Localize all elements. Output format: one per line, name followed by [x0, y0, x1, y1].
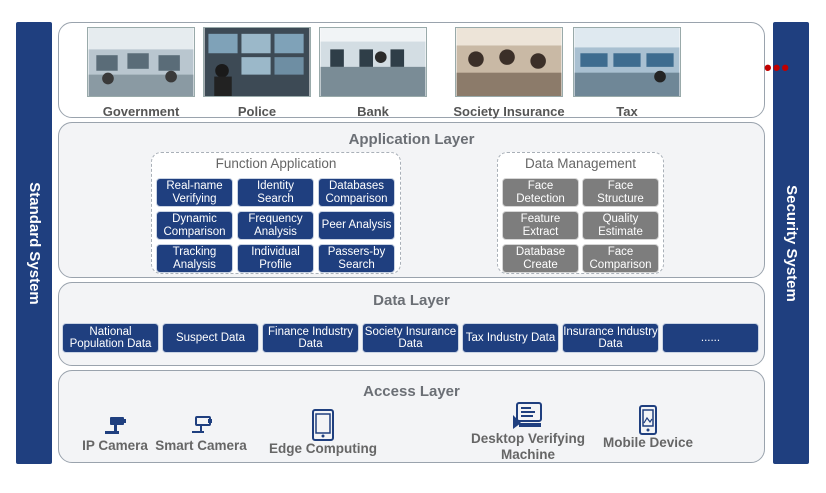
- sector-label: Police: [237, 104, 277, 119]
- management-item: Feature Extract: [502, 211, 579, 240]
- function-item: Individual Profile: [237, 244, 314, 273]
- device-label: IP Camera: [82, 438, 148, 453]
- function-item: Databases Comparison: [318, 178, 395, 207]
- standard-system-bar: Standard System: [16, 22, 52, 464]
- mobile-device-icon: [639, 405, 657, 435]
- sector-tax: Tax: [569, 27, 685, 119]
- management-item: Database Create: [502, 244, 579, 273]
- function-item: Frequency Analysis: [237, 211, 314, 240]
- data-item-more: ......: [662, 323, 759, 353]
- device-label: Edge Computing: [269, 441, 377, 456]
- device-label: Desktop Verifying Machine: [470, 431, 586, 462]
- function-item: Real-name Verifying: [156, 178, 233, 207]
- device-smart-camera: Smart Camera: [153, 414, 249, 454]
- device-mobile-device: Mobile Device: [593, 405, 703, 451]
- data-item: Suspect Data: [162, 323, 259, 353]
- device-ip-camera: IP Camera: [75, 414, 155, 454]
- application-layer: Application Layer Function Application R…: [58, 122, 765, 278]
- standard-system-label: Standard System: [25, 181, 43, 305]
- data-item: Insurance Industry Data: [562, 323, 659, 353]
- device-label: Mobile Device: [602, 435, 694, 450]
- data-item: National Population Data: [62, 323, 159, 353]
- device-desktop-verifying-machine: Desktop Verifying Machine: [461, 401, 595, 463]
- function-application-group: Function Application Real-name Verifying…: [151, 152, 401, 274]
- data-layer: Data Layer National Population Data Susp…: [58, 282, 765, 366]
- data-management-title: Data Management: [524, 156, 637, 171]
- function-application-title: Function Application: [215, 156, 337, 171]
- data-layer-title: Data Layer: [373, 292, 450, 309]
- tax-photo: [573, 27, 681, 97]
- management-item: Face Comparison: [582, 244, 659, 273]
- sector-label: Society Insurance: [453, 104, 565, 119]
- management-item: Quality Estimate: [582, 211, 659, 240]
- sector-label: Bank: [357, 104, 389, 119]
- function-item: Peer Analysis: [318, 211, 395, 240]
- more-sectors-ellipsis: •••: [764, 55, 791, 80]
- sector-bank: Bank: [315, 27, 431, 119]
- security-system-bar: Security System: [773, 22, 809, 464]
- management-item: Face Structure: [582, 178, 659, 207]
- access-layer: Access Layer IP Camera Smart Camera Edge…: [58, 370, 765, 463]
- security-system-label: Security System: [782, 184, 800, 302]
- data-management-group: Data Management Face Detection Face Stru…: [497, 152, 664, 274]
- sector-panel: Government Police Bank: [58, 22, 789, 119]
- function-item: Dynamic Comparison: [156, 211, 233, 240]
- desktop-verifying-icon: [513, 402, 542, 429]
- society-insurance-photo: [455, 27, 563, 97]
- function-item: Identity Search: [237, 178, 314, 207]
- tablet-icon: [312, 409, 334, 441]
- management-item: Face Detection: [502, 178, 579, 207]
- data-item: Society Insurance Data: [362, 323, 459, 353]
- data-item: Tax Industry Data: [462, 323, 559, 353]
- sector-society-insurance: Society Insurance: [449, 27, 569, 119]
- access-layer-title: Access Layer: [363, 383, 460, 400]
- application-layer-title: Application Layer: [348, 131, 475, 148]
- sector-police: Police: [199, 27, 315, 119]
- government-photo: [87, 27, 195, 97]
- function-item: Tracking Analysis: [156, 244, 233, 273]
- bank-photo: [319, 27, 427, 97]
- sector-government: Government: [83, 27, 199, 119]
- smart-camera-icon: [192, 416, 212, 433]
- device-label: Smart Camera: [155, 438, 247, 453]
- data-item: Finance Industry Data: [262, 323, 359, 353]
- device-edge-computing: Edge Computing: [263, 409, 383, 457]
- police-photo: [203, 27, 311, 97]
- function-item: Passers-by Search: [318, 244, 395, 273]
- sector-label: Tax: [616, 104, 638, 119]
- ip-camera-icon: [105, 417, 126, 434]
- sector-label: Government: [102, 104, 180, 119]
